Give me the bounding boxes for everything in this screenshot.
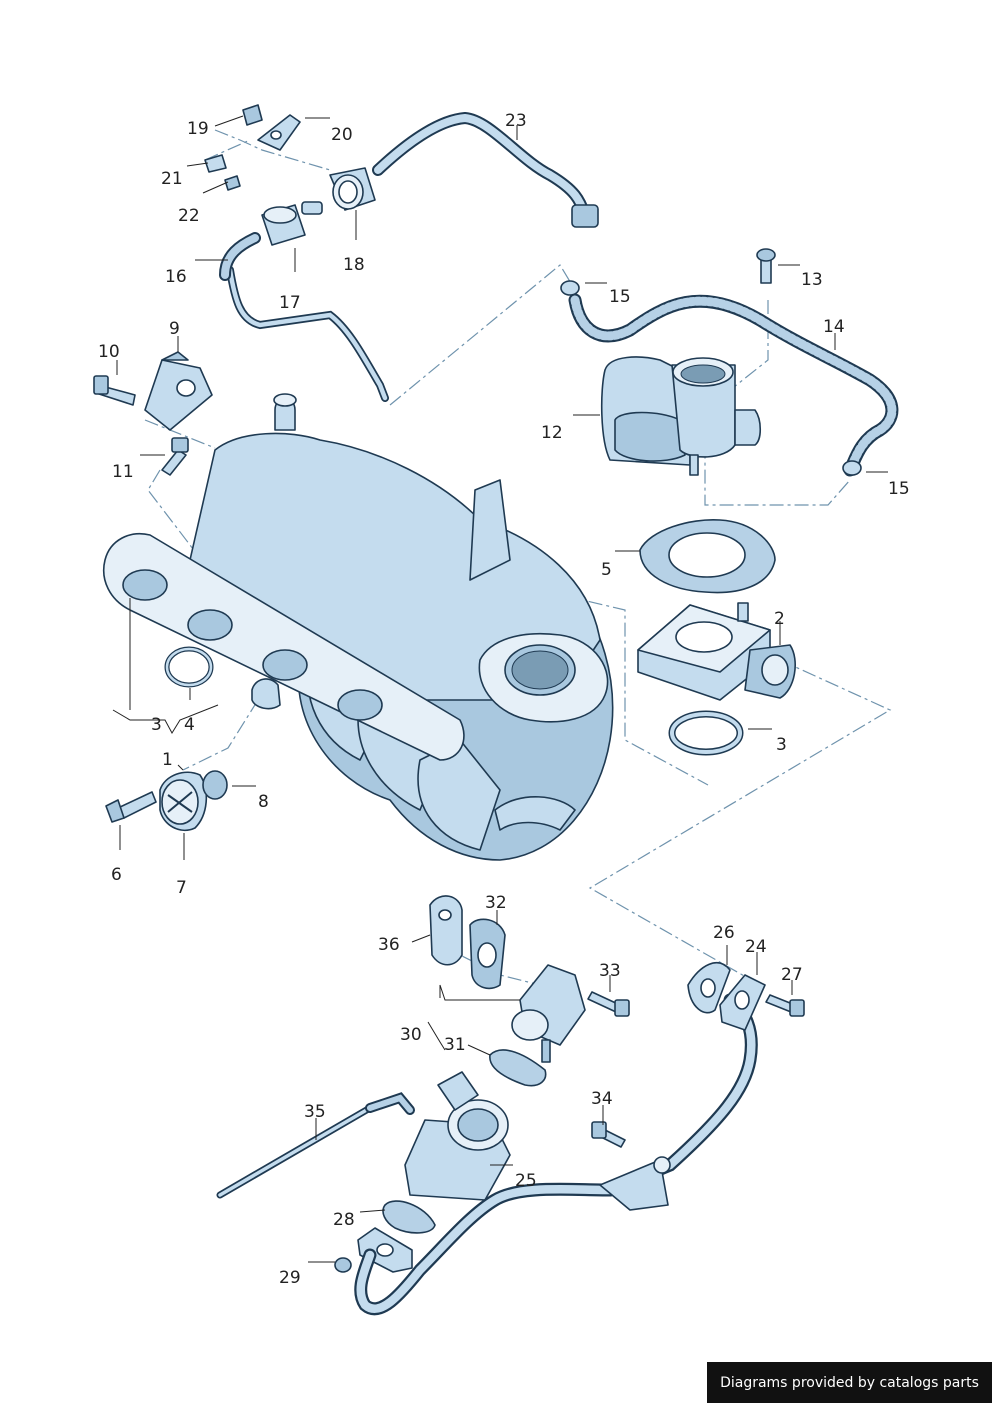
callout-19: 19 <box>187 119 209 139</box>
bracket-9 <box>144 351 213 431</box>
callout-12: 12 <box>541 423 563 443</box>
callout-20: 20 <box>331 125 353 145</box>
callout-23: 23 <box>505 111 527 131</box>
callout-31: 31 <box>444 1035 466 1055</box>
bolt-27 <box>765 994 805 1017</box>
callout-30: 30 <box>400 1025 422 1045</box>
leader-lines <box>112 115 888 1263</box>
callout-5: 5 <box>601 560 612 580</box>
gasket-26 <box>687 962 731 1014</box>
callout-33: 33 <box>599 961 621 981</box>
callout-36: 36 <box>378 935 400 955</box>
egr-valve-30 <box>511 964 586 1063</box>
gasket-28 <box>382 1200 436 1234</box>
callout-7: 7 <box>176 878 187 898</box>
hose-clamps-15 <box>560 280 862 476</box>
clamp-18 <box>329 167 376 211</box>
flange-24 <box>719 974 766 1031</box>
egr-cooler-25 <box>404 1071 511 1201</box>
hose-23 <box>372 111 599 228</box>
bracket-20 <box>257 114 301 151</box>
callout-16: 16 <box>165 267 187 287</box>
callout-4: 4 <box>184 715 195 735</box>
intake-adapter <box>637 602 796 701</box>
callout-32: 32 <box>485 893 507 913</box>
gasket-32 <box>469 918 506 990</box>
hose-16 <box>219 232 261 281</box>
callout-17: 17 <box>279 293 301 313</box>
catalog-credit-text: Diagrams provided by catalogs parts <box>720 1374 979 1391</box>
callout-27: 27 <box>781 965 803 985</box>
bolt-10 <box>93 375 136 406</box>
callout-labels: 1 2 3 3 4 5 6 7 8 9 10 11 12 13 14 15 15… <box>98 111 910 1288</box>
bolt-13 <box>756 248 776 284</box>
callout-21: 21 <box>161 169 183 189</box>
egr-pipe-24 <box>354 993 758 1316</box>
throttle-body <box>600 356 762 476</box>
callout-24: 24 <box>745 937 767 957</box>
callout-14: 14 <box>823 317 845 337</box>
callout-22: 22 <box>178 206 200 226</box>
callout-10: 10 <box>98 342 120 362</box>
o-rings <box>164 646 744 756</box>
callout-26: 26 <box>713 923 735 943</box>
bolt-34 <box>591 1121 626 1148</box>
cover-assembly <box>105 770 228 832</box>
manifold-sensor <box>251 678 281 710</box>
callout-11: 11 <box>112 462 134 482</box>
hose-14 <box>568 293 899 477</box>
callout-8: 8 <box>258 792 269 812</box>
callout-29: 29 <box>279 1268 301 1288</box>
intake-manifold <box>103 393 614 861</box>
callout-15-upper: 15 <box>609 287 631 307</box>
callout-6: 6 <box>111 865 122 885</box>
callout-2: 2 <box>774 609 785 629</box>
rod-35 <box>216 1092 415 1199</box>
callout-35: 35 <box>304 1102 326 1122</box>
callout-34: 34 <box>591 1089 613 1109</box>
flange-29 <box>334 1227 413 1273</box>
small-parts-19-22 <box>204 104 263 191</box>
gasket-36 <box>429 895 463 966</box>
bolt-33 <box>587 991 630 1017</box>
pipe-17 <box>226 266 389 402</box>
callout-3-left: 3 <box>151 715 162 735</box>
callout-9: 9 <box>169 319 180 339</box>
callout-1: 1 <box>162 750 173 770</box>
bolt-11 <box>161 437 189 476</box>
callout-3-right: 3 <box>776 735 787 755</box>
callout-18: 18 <box>343 255 365 275</box>
callout-28: 28 <box>333 1210 355 1230</box>
valve-17 <box>261 201 323 246</box>
callout-25: 25 <box>515 1171 537 1191</box>
gasket-31 <box>489 1049 547 1087</box>
callout-13: 13 <box>801 270 823 290</box>
gasket-5 <box>639 519 776 594</box>
callout-15-lower: 15 <box>888 479 910 499</box>
catalog-credit-banner: Diagrams provided by catalogs parts <box>707 1362 992 1403</box>
